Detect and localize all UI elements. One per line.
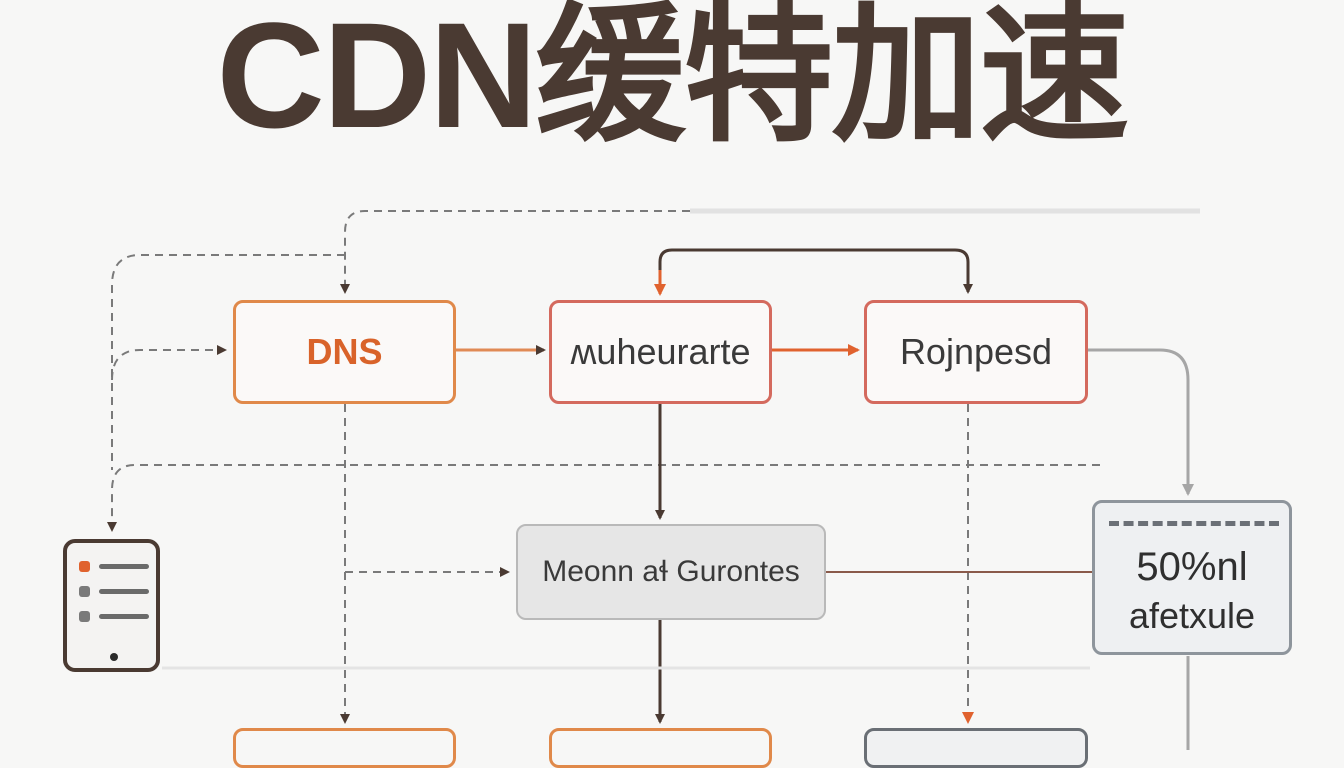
node-bottom-2: [549, 728, 772, 768]
dashed-arrow-to-dns: [111, 345, 227, 381]
dashed-mid-line: [107, 464, 1100, 532]
connector-layer: [107, 208, 1200, 750]
panel-line-1: 50%nl: [1136, 545, 1248, 589]
list-line: [99, 589, 149, 594]
list-line: [99, 564, 149, 569]
node-b: ʍuheurarte: [549, 300, 772, 404]
node-b-label: ʍuheurarte: [570, 331, 751, 372]
list-bullet-icon: [79, 611, 90, 622]
node-bottom-3: [864, 728, 1088, 768]
node-d-label: Meonn aɬ Gurontes: [542, 555, 800, 588]
gray-curve-c-to-panel: [1088, 348, 1194, 496]
phone-list-icon: [63, 539, 160, 672]
page-title: CDN缓特加速: [216, 0, 1130, 159]
node-dns: DNS: [233, 300, 456, 404]
node-dns-label: DNS: [306, 331, 383, 372]
server-panel-icon: 50%nl afetxule: [1092, 500, 1292, 655]
list-bullet-icon: [79, 586, 90, 597]
list-bullet-icon: [79, 561, 90, 572]
home-dot-icon: [110, 653, 118, 661]
bracket-b-c: [658, 248, 973, 294]
dashed-loop-top: [340, 210, 690, 294]
panel-indicator-dots: [1109, 521, 1279, 530]
panel-line-2: afetxule: [1128, 595, 1256, 636]
list-line: [99, 614, 149, 619]
node-d: Meonn aɬ Gurontes: [516, 524, 826, 620]
node-bottom-1: [233, 728, 456, 768]
node-c: Rojnpesd: [864, 300, 1088, 404]
dashed-loop-left-top: [111, 254, 345, 470]
node-c-label: Rojnpesd: [899, 331, 1053, 372]
diagram-stage: CDN缓特加速 DNS ʍuheurarte Rojnpesd Meonn aɬ…: [63, 0, 1292, 768]
